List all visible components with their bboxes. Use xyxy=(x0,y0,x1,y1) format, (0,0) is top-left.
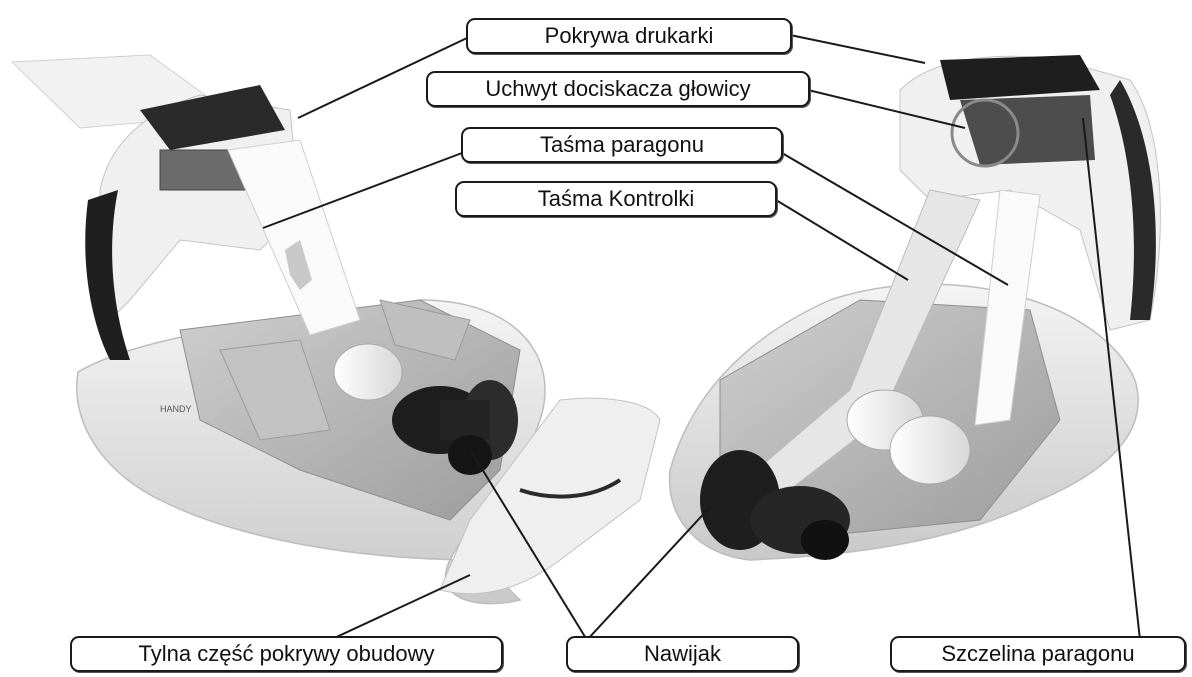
left-model-text: HANDY xyxy=(160,404,192,414)
leader-winder-right xyxy=(587,507,710,640)
callout-back-cover: Tylna część pokrywy obudowy xyxy=(70,636,503,672)
callout-winder-text: Nawijak xyxy=(644,641,721,667)
leader-back-cover xyxy=(330,575,470,640)
callout-control-tape-text: Taśma Kontrolki xyxy=(538,186,695,212)
right-paper-roll-2 xyxy=(890,416,970,484)
leader-control-tape xyxy=(776,200,908,280)
callout-receipt-slot: Szczelina paragonu xyxy=(890,636,1186,672)
callout-printer-cover: Pokrywa drukarki xyxy=(466,18,792,54)
callout-head-holder: Uchwyt dociskacza głowicy xyxy=(426,71,810,107)
callout-receipt-tape-text: Taśma paragonu xyxy=(540,132,704,158)
callout-back-cover-text: Tylna część pokrywy obudowy xyxy=(139,641,435,667)
callout-receipt-tape: Taśma paragonu xyxy=(461,127,783,163)
callout-winder: Nawijak xyxy=(566,636,799,672)
left-paper-roll xyxy=(334,344,402,400)
callout-receipt-slot-text: Szczelina paragonu xyxy=(941,641,1134,667)
callout-printer-cover-text: Pokrywa drukarki xyxy=(545,23,714,49)
callout-head-holder-text: Uchwyt dociskacza głowicy xyxy=(485,76,750,102)
leader-cover-right xyxy=(790,35,925,63)
callout-control-tape: Taśma Kontrolki xyxy=(455,181,777,217)
